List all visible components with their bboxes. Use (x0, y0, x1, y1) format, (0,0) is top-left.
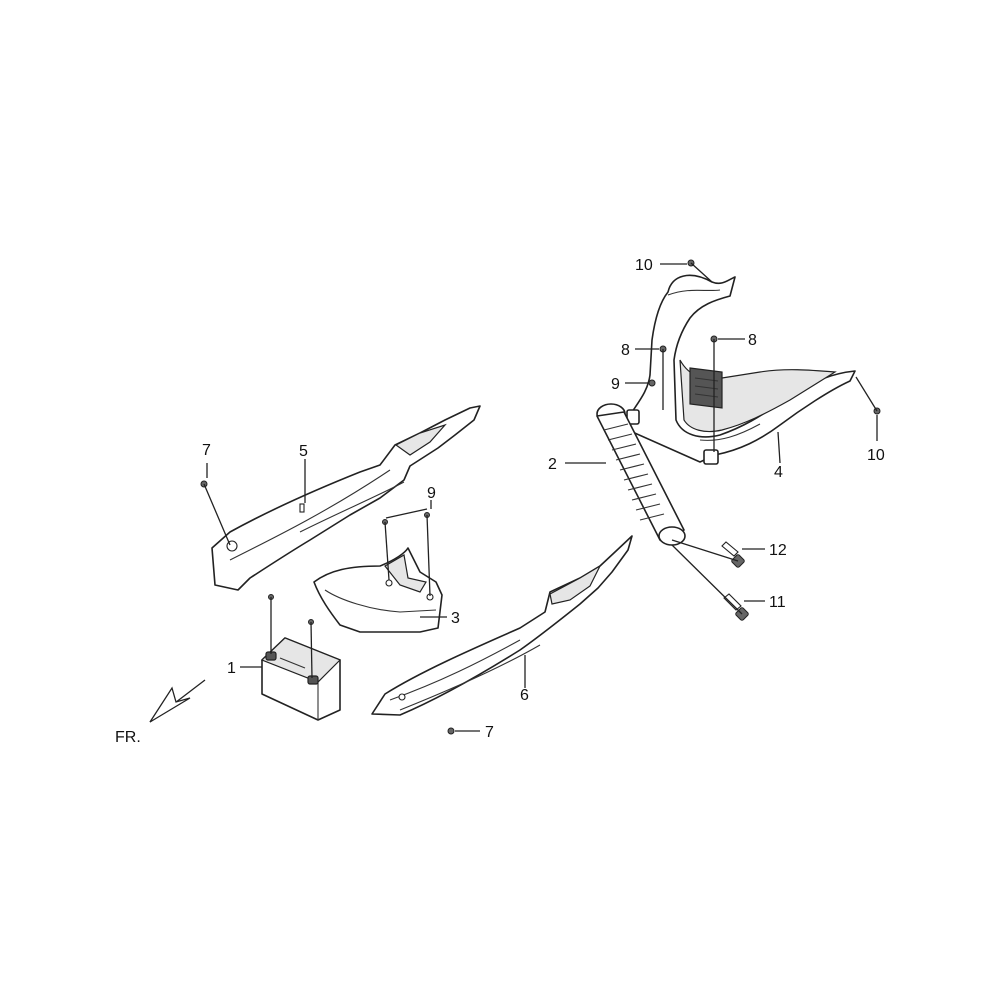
callout-4: 4 (774, 464, 783, 481)
callout-10-right: 10 (867, 447, 885, 464)
leader-lines (206, 263, 878, 732)
callout-9-left: 9 (611, 376, 620, 393)
bolt-11[interactable] (671, 544, 749, 621)
screw-10-top[interactable] (687, 259, 713, 283)
screw-8-right[interactable] (710, 335, 718, 452)
front-direction-label: FR. (115, 729, 141, 746)
callout-2: 2 (548, 456, 557, 473)
callout-labels: 1 2 3 4 5 6 7 7 8 8 9 9 10 10 11 12 (202, 257, 885, 741)
left-body-cover[interactable] (211, 405, 481, 591)
callout-5: 5 (299, 443, 308, 460)
callout-6: 6 (520, 687, 529, 704)
callout-8-right: 8 (748, 332, 757, 349)
battery[interactable] (260, 637, 342, 721)
screw-8-left[interactable] (659, 345, 667, 410)
callout-8-left: 8 (621, 342, 630, 359)
screw-10-right[interactable] (855, 376, 881, 415)
front-direction-arrow: FR. (115, 679, 206, 746)
screw-7-lower[interactable] (447, 727, 455, 735)
callout-7-lower: 7 (485, 724, 494, 741)
screw-9-upper[interactable] (382, 512, 431, 597)
right-body-cover[interactable] (371, 535, 633, 716)
callout-10-top: 10 (635, 257, 653, 274)
battery-cover[interactable] (313, 547, 443, 633)
bolt-12[interactable] (671, 539, 745, 568)
callout-11: 11 (769, 594, 786, 611)
callout-12: 12 (769, 542, 787, 559)
battery-screws (268, 594, 314, 679)
callout-3: 3 (451, 610, 460, 627)
screw-9-left[interactable] (648, 379, 656, 387)
callout-9-upper: 9 (427, 485, 436, 502)
rear-shock-absorber[interactable] (596, 403, 686, 546)
screw-7-upper[interactable] (200, 480, 231, 546)
callout-7-upper: 7 (202, 442, 211, 459)
rear-center-cover[interactable] (626, 274, 856, 465)
callout-1: 1 (227, 660, 236, 677)
